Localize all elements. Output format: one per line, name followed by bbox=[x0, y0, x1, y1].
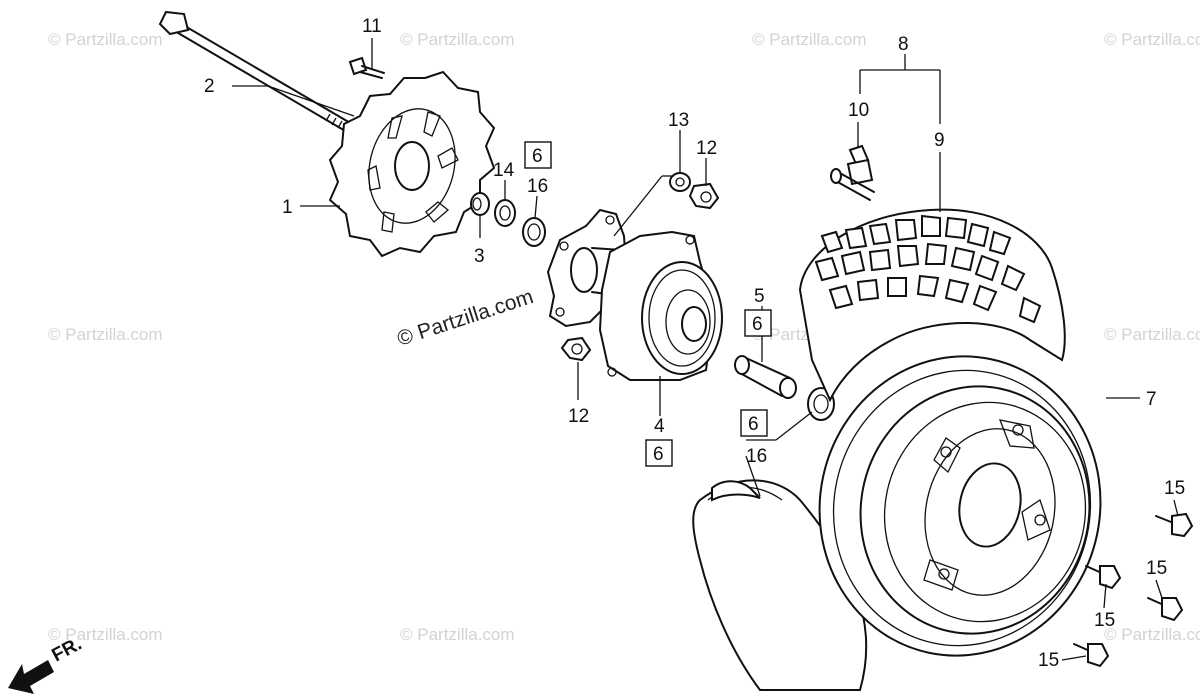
callout-11: 11 bbox=[362, 16, 382, 37]
callout-15: 15 bbox=[1094, 610, 1115, 631]
hub-nut-part[interactable] bbox=[560, 336, 592, 362]
callout-box bbox=[744, 309, 772, 337]
callout-box bbox=[524, 141, 552, 169]
valve-part[interactable] bbox=[830, 144, 875, 201]
callout-13: 13 bbox=[668, 110, 689, 131]
callout-6: 6 bbox=[532, 146, 543, 167]
callout-5: 5 bbox=[754, 286, 765, 307]
callout-12: 12 bbox=[568, 406, 589, 427]
callout-14: 14 bbox=[493, 160, 515, 181]
callout-15: 15 bbox=[1038, 650, 1059, 671]
wheel-part[interactable] bbox=[792, 330, 1128, 682]
watermark: © Partzilla.com bbox=[752, 30, 867, 49]
wheel-nut-part[interactable] bbox=[1155, 512, 1194, 538]
callout-12: 12 bbox=[696, 138, 717, 159]
callout-15: 15 bbox=[1146, 558, 1167, 579]
watermark: © Partzilla.com bbox=[48, 625, 163, 644]
callout-4: 4 bbox=[654, 416, 665, 437]
collar-part[interactable] bbox=[470, 192, 490, 216]
hub-nut-part[interactable] bbox=[688, 182, 720, 210]
callout-box bbox=[645, 439, 673, 467]
callout-3: 3 bbox=[474, 246, 485, 267]
callout-6: 6 bbox=[752, 314, 763, 335]
callout-9: 9 bbox=[934, 130, 945, 151]
callout-labels: 1 2 3 4 5 6 6 6 6 7 8 9 10 11 12 12 13 1… bbox=[204, 16, 1185, 671]
axle-part[interactable] bbox=[158, 10, 353, 133]
watermark: © Partzilla.com bbox=[400, 30, 515, 49]
callout-1: 1 bbox=[282, 197, 293, 218]
watermark: © Partzilla.com bbox=[1104, 325, 1200, 344]
callout-6: 6 bbox=[748, 414, 759, 435]
callout-2: 2 bbox=[204, 76, 215, 97]
wheel-nut-part[interactable] bbox=[1085, 565, 1122, 590]
tire-part[interactable] bbox=[692, 208, 1066, 691]
watermark: © Partzilla.com bbox=[1104, 30, 1200, 49]
watermark: © Partzilla.com bbox=[1104, 625, 1200, 644]
washer-part[interactable] bbox=[669, 172, 691, 192]
watermark: © Partzilla.com bbox=[48, 30, 163, 49]
bearing-part[interactable] bbox=[522, 217, 546, 247]
callout-16: 16 bbox=[746, 446, 767, 467]
callout-7: 7 bbox=[1146, 389, 1157, 410]
distance-collar-part[interactable] bbox=[734, 355, 797, 399]
wheel-nut-part[interactable] bbox=[1073, 643, 1110, 668]
callout-10: 10 bbox=[848, 100, 869, 121]
wheel-nut-part[interactable] bbox=[1147, 597, 1184, 622]
callout-15: 15 bbox=[1164, 478, 1185, 499]
dust-seal-part[interactable] bbox=[494, 199, 516, 227]
callout-8: 8 bbox=[898, 34, 909, 55]
center-watermark: © Partzilla.com bbox=[394, 285, 536, 351]
sprocket-part[interactable] bbox=[328, 70, 496, 258]
rear-hub-part[interactable] bbox=[546, 208, 723, 381]
watermark: © Partzilla.com bbox=[400, 625, 515, 644]
callout-16: 16 bbox=[527, 176, 548, 197]
leader-lines bbox=[232, 38, 1179, 661]
watermark: © Partzilla.com bbox=[48, 325, 163, 344]
callout-6: 6 bbox=[653, 444, 664, 465]
front-direction-arrow-icon bbox=[8, 660, 54, 694]
sprocket-bolt-part[interactable] bbox=[348, 56, 385, 79]
callout-box bbox=[740, 409, 768, 437]
